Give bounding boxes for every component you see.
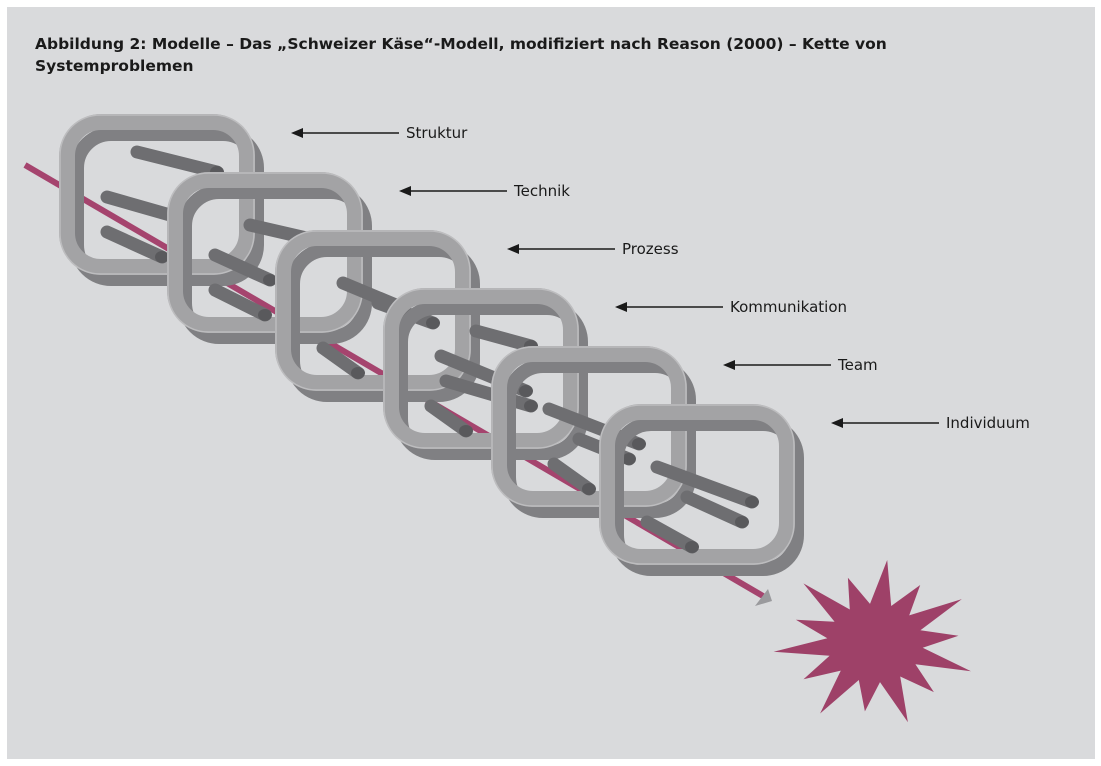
layer-label: Kommunikation xyxy=(730,298,847,316)
hole-opening xyxy=(519,385,533,397)
left-arrow-icon xyxy=(291,128,303,138)
hole-tube xyxy=(130,145,224,179)
hole-tube xyxy=(547,457,596,496)
layer-label-group: Prozess xyxy=(507,240,679,258)
layer-label-group: Kommunikation xyxy=(615,298,847,316)
hole-tube xyxy=(439,374,538,413)
layer-label-group: Struktur xyxy=(291,124,468,142)
left-arrow-icon xyxy=(399,186,411,196)
hole-opening xyxy=(258,309,272,321)
hole-opening xyxy=(351,367,365,379)
hole-opening xyxy=(582,483,596,495)
hole-opening xyxy=(263,274,277,286)
layer-label: Technik xyxy=(513,182,570,200)
layers-group xyxy=(59,114,804,576)
left-arrow-icon xyxy=(831,418,843,428)
layer-label: Struktur xyxy=(406,124,468,142)
hole-tube xyxy=(371,296,440,330)
layer-label: Prozess xyxy=(622,240,679,258)
hole-opening xyxy=(735,516,749,528)
layer-label-group: Team xyxy=(723,356,878,374)
trajectory-arrowhead xyxy=(755,589,772,606)
layer-frame-highlight xyxy=(599,404,795,565)
hole-opening xyxy=(685,541,699,553)
hole-tube xyxy=(100,190,184,224)
hole-opening xyxy=(632,438,646,450)
hole-opening xyxy=(622,453,636,465)
starburst-icon xyxy=(773,560,971,723)
left-arrow-icon xyxy=(723,360,735,370)
hole-opening xyxy=(745,496,759,508)
layer-frame-depth xyxy=(610,417,804,576)
hole-opening xyxy=(155,251,169,263)
figure-title: Abbildung 2: Modelle – Das „Schweizer Kä… xyxy=(35,35,887,75)
hole-opening xyxy=(459,425,473,437)
layer-label-group: Individuum xyxy=(831,414,1030,432)
hole-tube xyxy=(640,515,699,554)
hole-opening xyxy=(426,317,440,329)
layer-label: Team xyxy=(837,356,878,374)
left-arrow-icon xyxy=(615,302,627,312)
hole-tube xyxy=(680,490,749,529)
hole-tube xyxy=(316,341,365,380)
hole-opening xyxy=(524,400,538,412)
hole-tube xyxy=(650,460,759,509)
hole-tube xyxy=(208,248,277,287)
hole-tube xyxy=(100,225,169,264)
layer-label: Individuum xyxy=(946,414,1030,432)
hole-tube xyxy=(208,283,272,322)
labels-group: StrukturTechnikProzessKommunikationTeamI… xyxy=(291,124,1030,432)
hole-tube xyxy=(469,324,538,353)
layer-frame xyxy=(599,404,795,565)
layer-individuum xyxy=(599,404,804,576)
hole-tube xyxy=(424,399,473,438)
layer-label-group: Technik xyxy=(399,182,570,200)
swiss-cheese-diagram: StrukturTechnikProzessKommunikationTeamI… xyxy=(23,114,1030,723)
figure-panel: Abbildung 2: Modelle – Das „Schweizer Kä… xyxy=(7,7,1095,759)
left-arrow-icon xyxy=(507,244,519,254)
